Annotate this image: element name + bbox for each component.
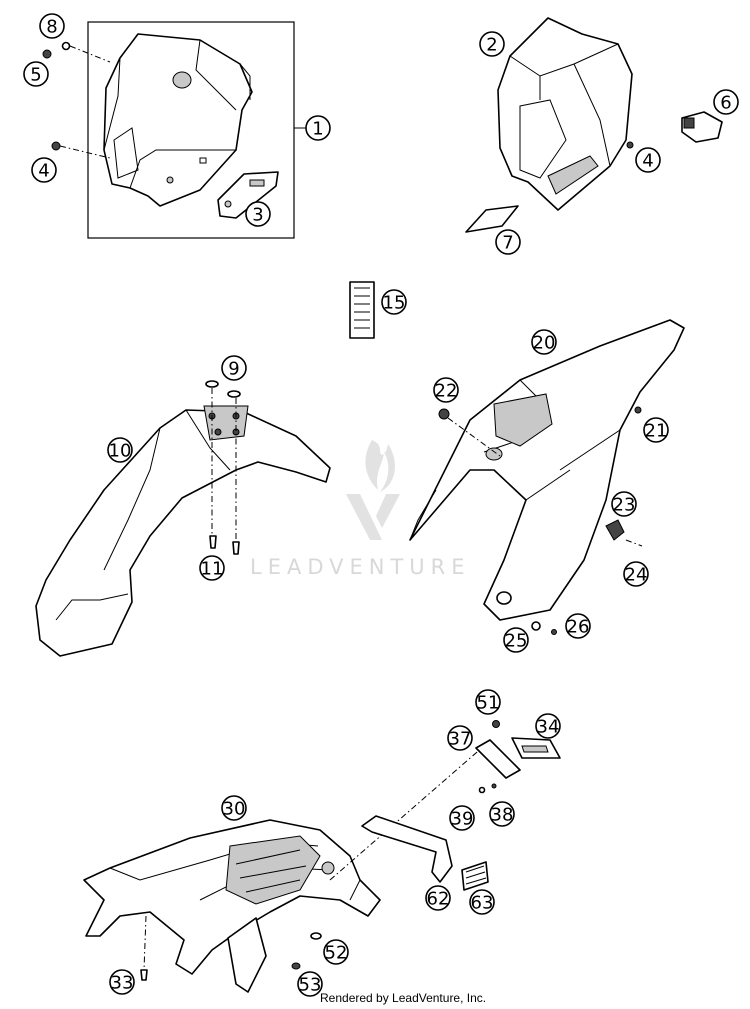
callout-34[interactable]: 34	[535, 713, 561, 739]
callout-11[interactable]: 11	[199, 555, 225, 581]
svg-text:3: 3	[252, 205, 263, 226]
screws-part-4-5-8[interactable]	[42, 41, 111, 159]
reflector-part-63[interactable]	[461, 861, 489, 891]
callout-4-right[interactable]: 4	[635, 147, 661, 173]
svg-text:4: 4	[642, 151, 653, 172]
rear-fender-part-20[interactable]	[409, 319, 685, 621]
headlight-mask-part-2[interactable]	[497, 17, 633, 211]
callout-30[interactable]: 30	[221, 795, 247, 821]
svg-text:8: 8	[46, 17, 57, 38]
callout-7[interactable]: 7	[495, 229, 521, 255]
callout-5[interactable]: 5	[23, 61, 49, 87]
callout-24[interactable]: 24	[623, 561, 649, 587]
callout-10[interactable]: 10	[107, 437, 133, 463]
callout-1[interactable]: 1	[305, 115, 331, 141]
watermark: LEADVENTURE	[250, 440, 471, 579]
svg-text:26: 26	[567, 617, 590, 638]
callout-25[interactable]: 25	[503, 627, 529, 653]
callout-21[interactable]: 21	[643, 417, 669, 443]
headlight-mask-kit[interactable]	[87, 21, 295, 239]
svg-text:1: 1	[312, 119, 323, 140]
screw-part-4-right[interactable]	[626, 141, 634, 149]
svg-text:62: 62	[427, 889, 450, 910]
svg-text:2: 2	[486, 35, 497, 56]
rear-fender-hardware[interactable]	[438, 406, 643, 635]
svg-text:63: 63	[471, 893, 494, 914]
svg-text:21: 21	[645, 421, 668, 442]
svg-text:20: 20	[533, 333, 556, 354]
callout-53[interactable]: 53	[297, 971, 323, 997]
callout-38[interactable]: 38	[489, 801, 515, 827]
decal-part-7[interactable]	[465, 205, 519, 233]
license-holder-parts[interactable]	[475, 720, 561, 794]
svg-text:7: 7	[502, 233, 513, 254]
callout-37[interactable]: 37	[447, 725, 473, 751]
callout-26[interactable]: 26	[565, 613, 591, 639]
svg-text:22: 22	[435, 381, 458, 402]
callout-9[interactable]: 9	[221, 355, 247, 381]
callout-3[interactable]: 3	[245, 201, 271, 227]
fasteners-part-9-11[interactable]	[205, 380, 241, 555]
callout-52[interactable]: 52	[323, 939, 349, 965]
footer-credit: Rendered by LeadVenture, Inc.	[320, 991, 486, 1005]
clip-part-6[interactable]	[681, 111, 723, 143]
front-fender-part-10[interactable]	[35, 405, 331, 657]
callout-62[interactable]: 62	[425, 885, 451, 911]
svg-text:25: 25	[505, 631, 528, 652]
license-bracket-part-62[interactable]	[361, 815, 453, 883]
side-decal-part-3[interactable]	[217, 171, 279, 219]
callout-20[interactable]: 20	[531, 329, 557, 355]
svg-text:38: 38	[491, 805, 514, 826]
svg-text:15: 15	[383, 293, 406, 314]
tail-section-part-30[interactable]	[83, 819, 381, 993]
svg-text:34: 34	[537, 717, 560, 738]
svg-text:10: 10	[109, 441, 132, 462]
svg-text:33: 33	[111, 973, 134, 994]
svg-text:30: 30	[223, 799, 246, 820]
watermark-text: LEADVENTURE	[250, 555, 471, 579]
svg-text:24: 24	[625, 565, 648, 586]
callout-23[interactable]: 23	[611, 491, 637, 517]
svg-text:5: 5	[30, 65, 41, 86]
reflector-part-15[interactable]	[349, 281, 375, 339]
svg-text:11: 11	[201, 559, 224, 580]
svg-text:39: 39	[451, 809, 474, 830]
callout-6[interactable]: 6	[713, 89, 739, 115]
callout-4-left[interactable]: 4	[31, 157, 57, 183]
svg-text:6: 6	[720, 93, 731, 114]
callout-63[interactable]: 63	[469, 889, 495, 915]
callout-22[interactable]: 22	[433, 377, 459, 403]
callout-51[interactable]: 51	[475, 689, 501, 715]
callout-33[interactable]: 33	[109, 969, 135, 995]
svg-text:52: 52	[325, 943, 348, 964]
tail-hardware[interactable]	[140, 745, 485, 981]
svg-text:51: 51	[477, 693, 500, 714]
svg-text:37: 37	[449, 729, 472, 750]
svg-text:53: 53	[299, 975, 322, 996]
callout-39[interactable]: 39	[449, 805, 475, 831]
svg-text:23: 23	[613, 495, 636, 516]
callout-2[interactable]: 2	[479, 31, 505, 57]
svg-text:4: 4	[38, 161, 49, 182]
callout-8[interactable]: 8	[39, 13, 65, 39]
callout-15[interactable]: 15	[381, 289, 407, 315]
svg-text:9: 9	[228, 359, 239, 380]
